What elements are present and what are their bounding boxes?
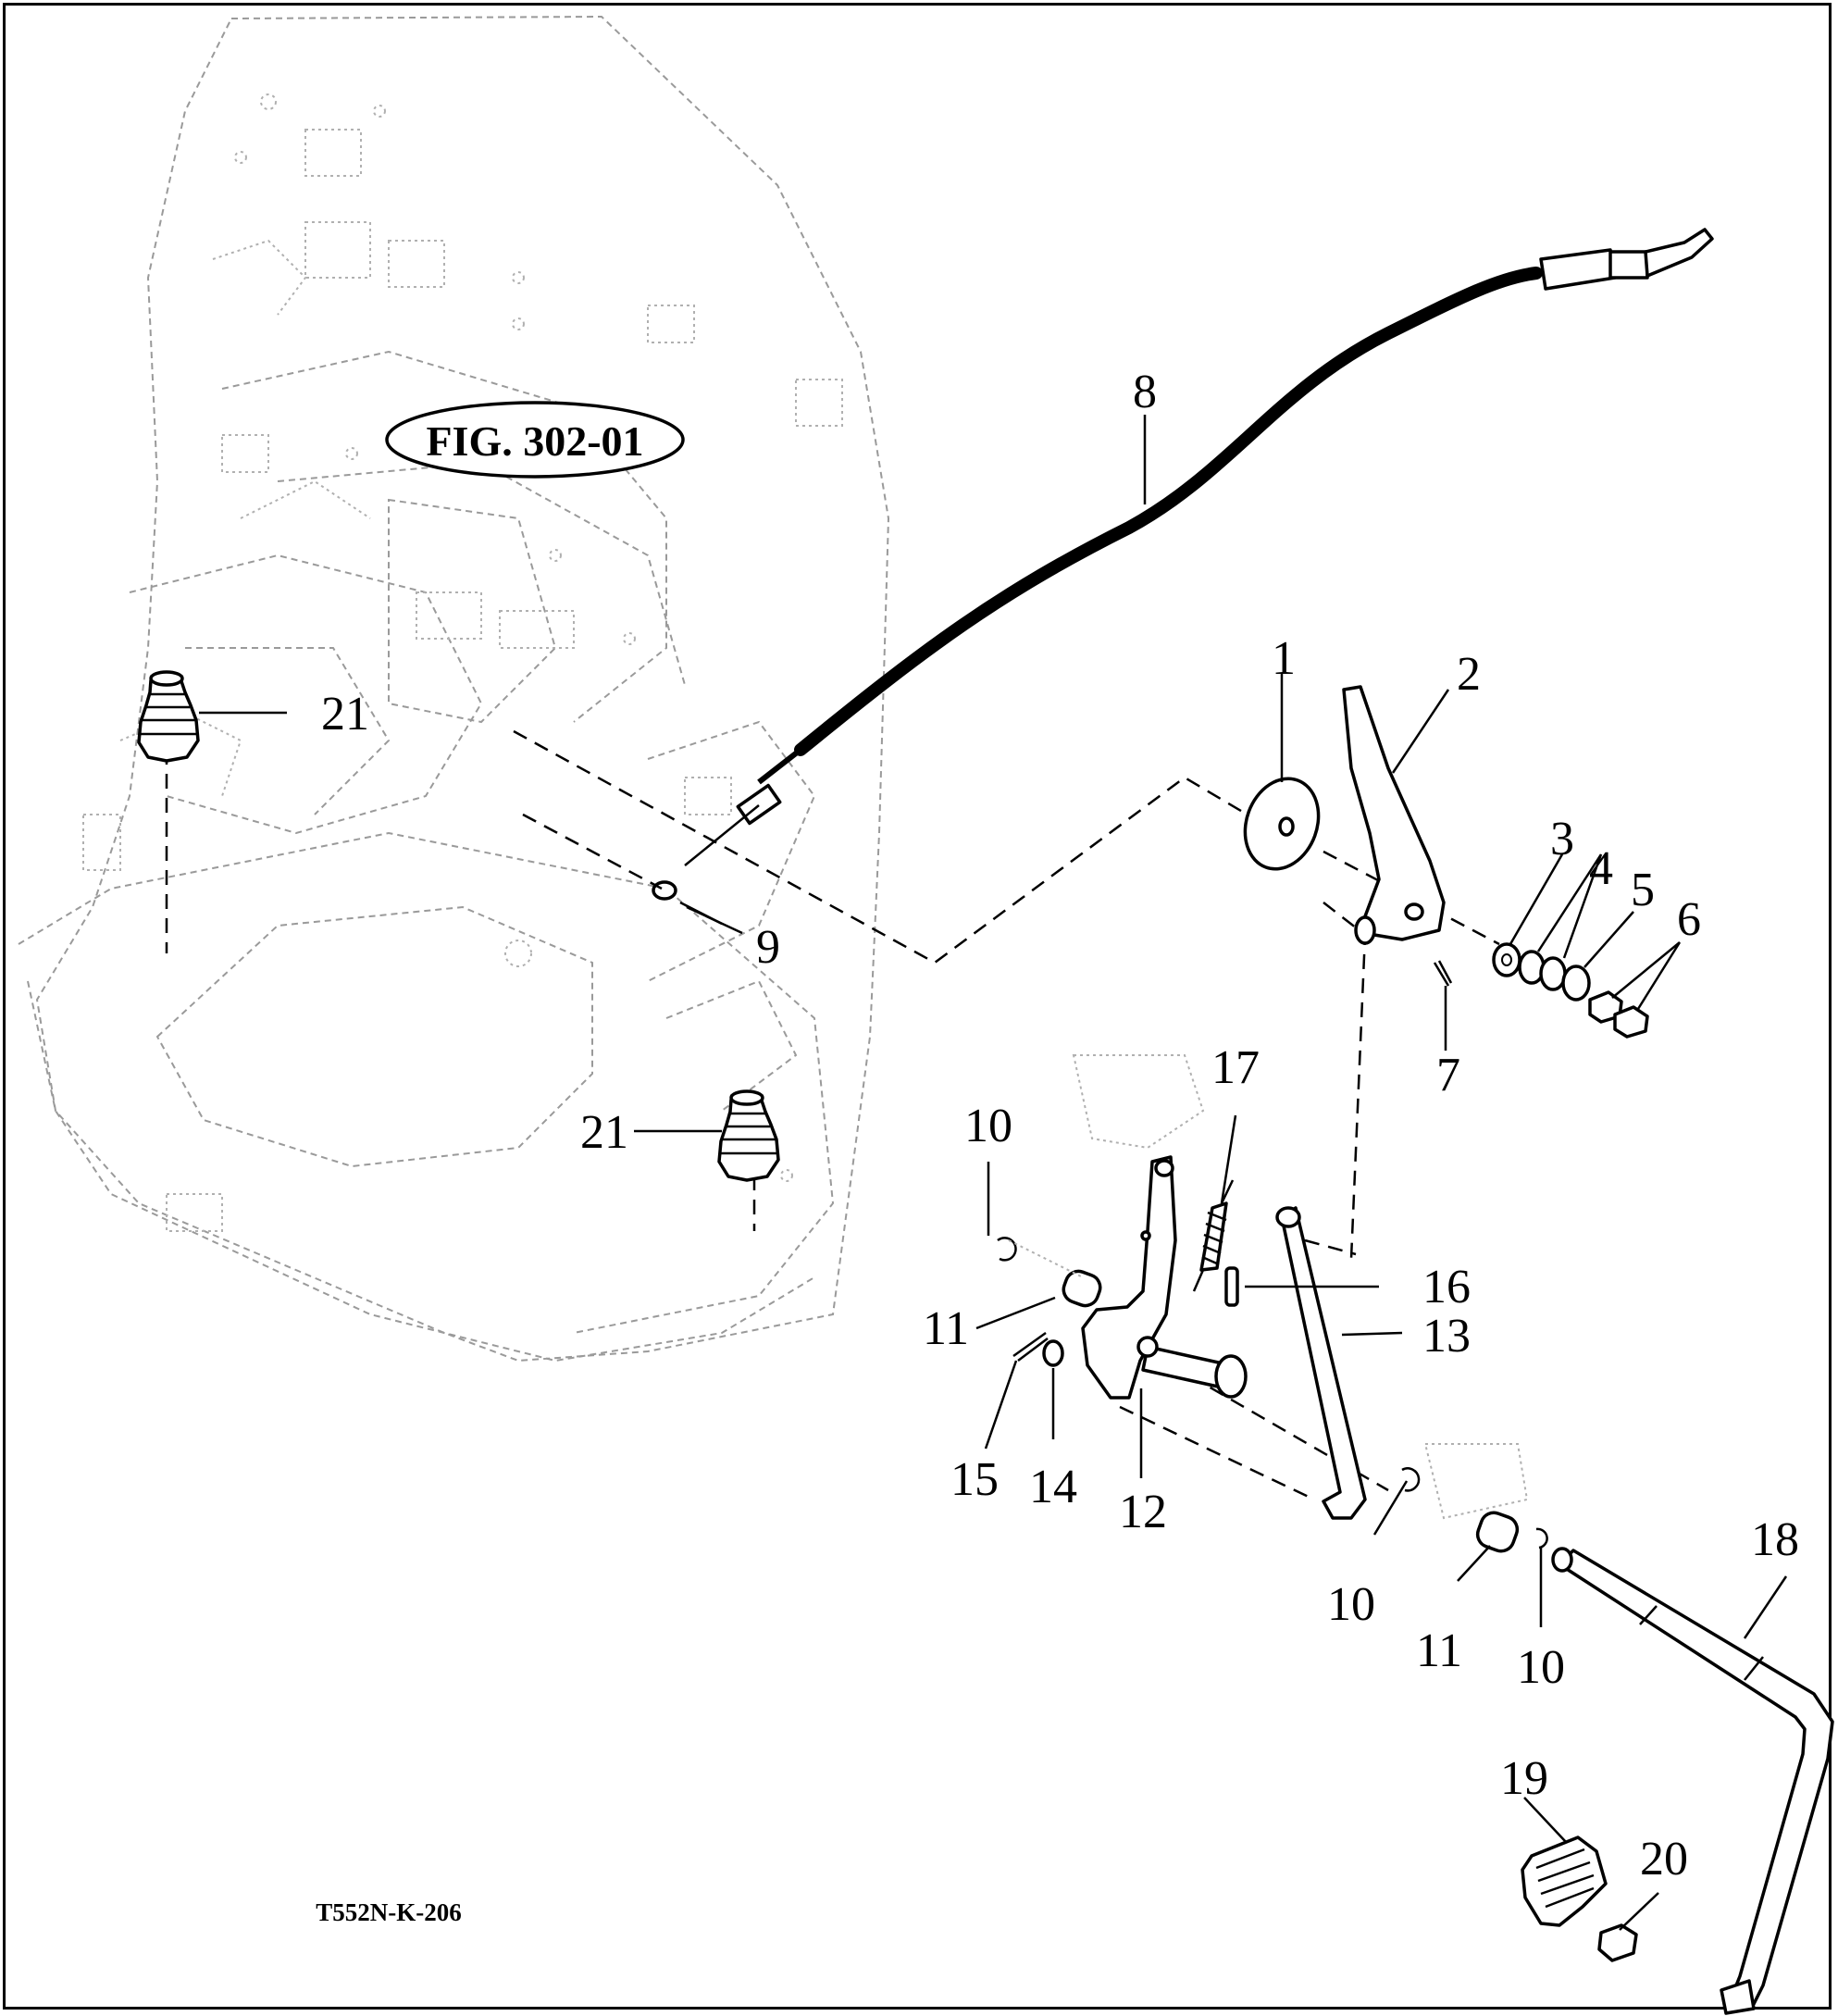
callout-11-left: 11 [923, 1302, 969, 1355]
callout-18: 18 [1751, 1513, 1799, 1566]
callout-20: 20 [1640, 1833, 1688, 1885]
callout-7: 7 [1436, 1049, 1460, 1101]
bushing-right [1475, 1511, 1520, 1553]
leader-lines [199, 415, 1788, 1931]
callout-4: 4 [1589, 842, 1613, 895]
callout-2: 2 [1457, 648, 1481, 701]
throttle-lever [1342, 685, 1446, 945]
callout-21-upper: 21 [321, 688, 369, 740]
callout-19: 19 [1500, 1752, 1548, 1805]
small-washer [1042, 1339, 1064, 1367]
callout-15: 15 [950, 1453, 999, 1506]
figure-reference-text: FIG. 302-01 [426, 417, 643, 465]
callout-6: 6 [1677, 893, 1701, 946]
rubber-mount-lower [717, 1089, 780, 1182]
figure-reference-oval: FIG. 302-01 [385, 401, 685, 479]
callout-13: 13 [1422, 1310, 1471, 1363]
pedal-bracket [1081, 1155, 1248, 1400]
bushing-left [1008, 1239, 1102, 1308]
pedal-arm [1551, 1547, 1834, 2015]
spring-pin [1224, 1266, 1239, 1307]
callout-11-right: 11 [1416, 1624, 1462, 1677]
callout-10-upper: 10 [964, 1100, 1012, 1152]
callout-21-lower: 21 [580, 1106, 628, 1159]
drawing-frame [3, 3, 1832, 2010]
callout-16: 16 [1422, 1261, 1471, 1313]
callout-17: 17 [1211, 1041, 1260, 1094]
washer-stack [1492, 942, 1649, 1039]
callout-10-lower: 10 [1517, 1641, 1565, 1694]
callout-14: 14 [1029, 1461, 1077, 1513]
callout-9: 9 [756, 921, 780, 974]
circlip-left [997, 1237, 1017, 1262]
rubber-mount-upper [137, 670, 200, 763]
tractor-body-outline [18, 15, 1529, 1520]
cotter-pin [1433, 960, 1453, 987]
callout-12: 12 [1119, 1486, 1167, 1538]
circlip-right-upper [1401, 1467, 1421, 1492]
callout-10-middle: 10 [1327, 1578, 1375, 1631]
disc-washer [1243, 777, 1321, 871]
callout-8: 8 [1133, 366, 1157, 418]
callout-labels: 1 2 3 4 5 6 7 8 9 10 10 10 11 11 12 13 1… [321, 366, 1799, 1885]
pedal-nut [1597, 1923, 1638, 1962]
return-spring [1192, 1179, 1235, 1292]
pedal-pad [1521, 1836, 1608, 1927]
throttle-cable [652, 228, 1714, 901]
callout-5: 5 [1631, 864, 1655, 916]
drawing-code: T552N-K-206 [316, 1898, 462, 1926]
split-pin [1012, 1331, 1049, 1362]
circlip-right-lower [1535, 1527, 1548, 1549]
callout-1: 1 [1272, 632, 1296, 685]
callout-3: 3 [1550, 813, 1574, 865]
